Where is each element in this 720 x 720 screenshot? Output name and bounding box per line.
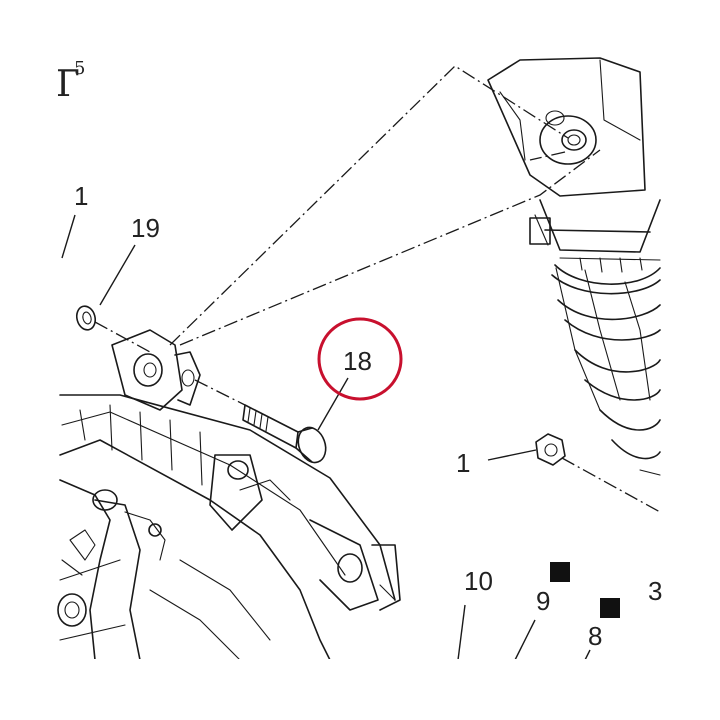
shock-absorber	[487, 57, 661, 476]
callout-9: 9	[536, 586, 550, 616]
callout-1-right: 1	[456, 448, 470, 478]
leader-lines	[61, 214, 591, 661]
callout-1-top: 1	[74, 181, 88, 211]
washer-part-19	[75, 305, 97, 331]
assembly-centerlines	[94, 65, 661, 513]
marker-square-8	[600, 598, 620, 618]
bolt-part-18	[242, 404, 327, 464]
marker-square-9	[550, 562, 570, 582]
nut-part-1	[535, 433, 566, 466]
callout-19: 19	[131, 213, 160, 243]
page-label-sup: 5	[74, 58, 85, 79]
callout-3: 3	[648, 576, 662, 606]
frame-assembly	[57, 329, 401, 661]
page-label: Г	[56, 64, 80, 105]
callout-10: 10	[464, 566, 493, 596]
callout-18: 18	[343, 346, 372, 376]
highlight-circle-18	[317, 317, 403, 401]
callout-8: 8	[588, 621, 602, 651]
